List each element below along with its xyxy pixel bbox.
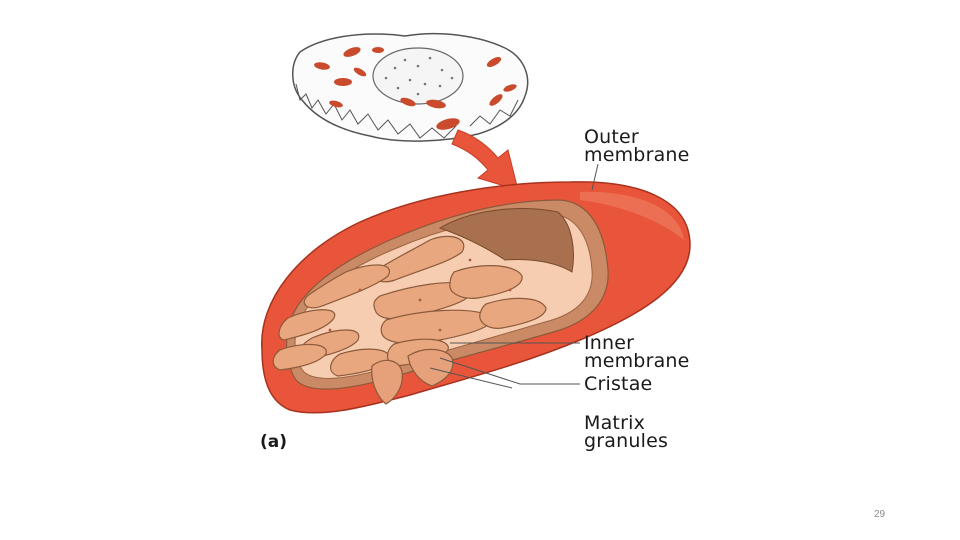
inner-membrane-label: Inner membrane: [584, 332, 690, 372]
cristae-label-line1: Cristae: [584, 373, 653, 395]
cristae-label: Cristae: [584, 373, 653, 395]
matrix-granules-label-line1: Matrix: [584, 412, 646, 434]
outer-membrane-label: Outer membrane: [584, 126, 690, 166]
inner-membrane-label-line2: membrane: [584, 350, 690, 372]
outer-membrane-label-line2: membrane: [584, 144, 690, 166]
mitochondrion-icon: [261, 181, 691, 414]
nucleus-icon: [372, 47, 464, 105]
cell-icon: [292, 32, 529, 142]
matrix-granules-label-line2: granules: [584, 430, 669, 452]
inner-membrane-label-line1: Inner: [584, 332, 635, 354]
page-number: 29: [874, 509, 886, 520]
matrix-granules-label: Matrix granules: [584, 412, 669, 452]
panel-label: (a): [260, 432, 288, 452]
arrow-icon: [451, 129, 519, 191]
outer-membrane-label-line1: Outer: [584, 126, 639, 148]
